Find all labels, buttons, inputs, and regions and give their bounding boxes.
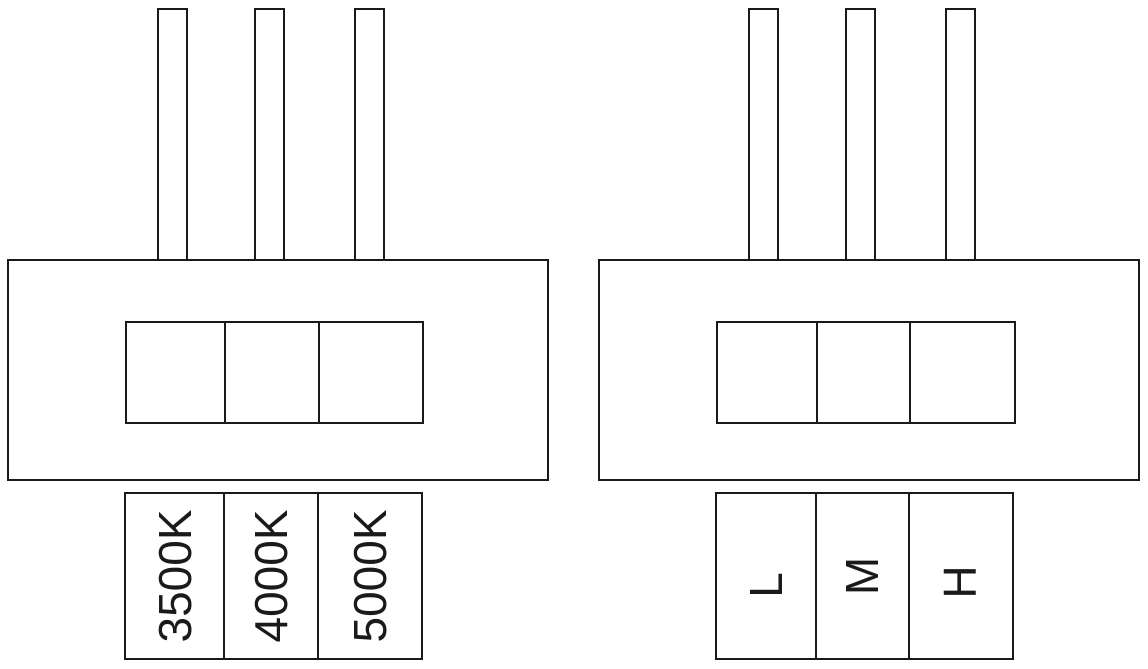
cct-pin-2 [254, 8, 285, 261]
power-selector-position-3[interactable] [909, 321, 1016, 424]
cct-selector-position-2[interactable] [224, 321, 320, 424]
power-label-cell-2 [815, 492, 910, 660]
cct-selector-position-1[interactable] [125, 321, 226, 424]
cct-pin-3 [354, 8, 385, 261]
cct-label-cell-2 [223, 492, 319, 660]
cct-label-cell-1 [124, 492, 225, 660]
power-switch: L M H [598, 8, 1140, 660]
power-label-strip: L M H [715, 492, 1014, 660]
power-selector-position-2[interactable] [816, 321, 911, 424]
cct-label-strip: 3500K 4000K 5000K [124, 492, 423, 660]
cct-switch: 3500K 4000K 5000K [7, 8, 549, 660]
power-label-m: M [836, 557, 888, 595]
power-selector[interactable] [716, 321, 1016, 424]
cct-selector[interactable] [125, 321, 424, 424]
power-label-cell-1 [715, 492, 817, 660]
power-selector-position-1[interactable] [716, 321, 818, 424]
power-pin-1 [748, 8, 779, 261]
cct-label-3500k: 3500K [149, 509, 201, 642]
power-label-h: H [934, 565, 986, 598]
power-label-l: L [740, 572, 792, 598]
cct-label-4000k: 4000K [245, 509, 297, 642]
cct-selector-position-3[interactable] [318, 321, 424, 424]
power-label-cell-3 [908, 492, 1014, 660]
cct-pin-1 [157, 8, 188, 261]
cct-label-cell-3 [317, 492, 423, 660]
power-pin-2 [845, 8, 876, 261]
power-pin-3 [945, 8, 976, 261]
cct-label-5000k: 5000K [344, 509, 396, 642]
